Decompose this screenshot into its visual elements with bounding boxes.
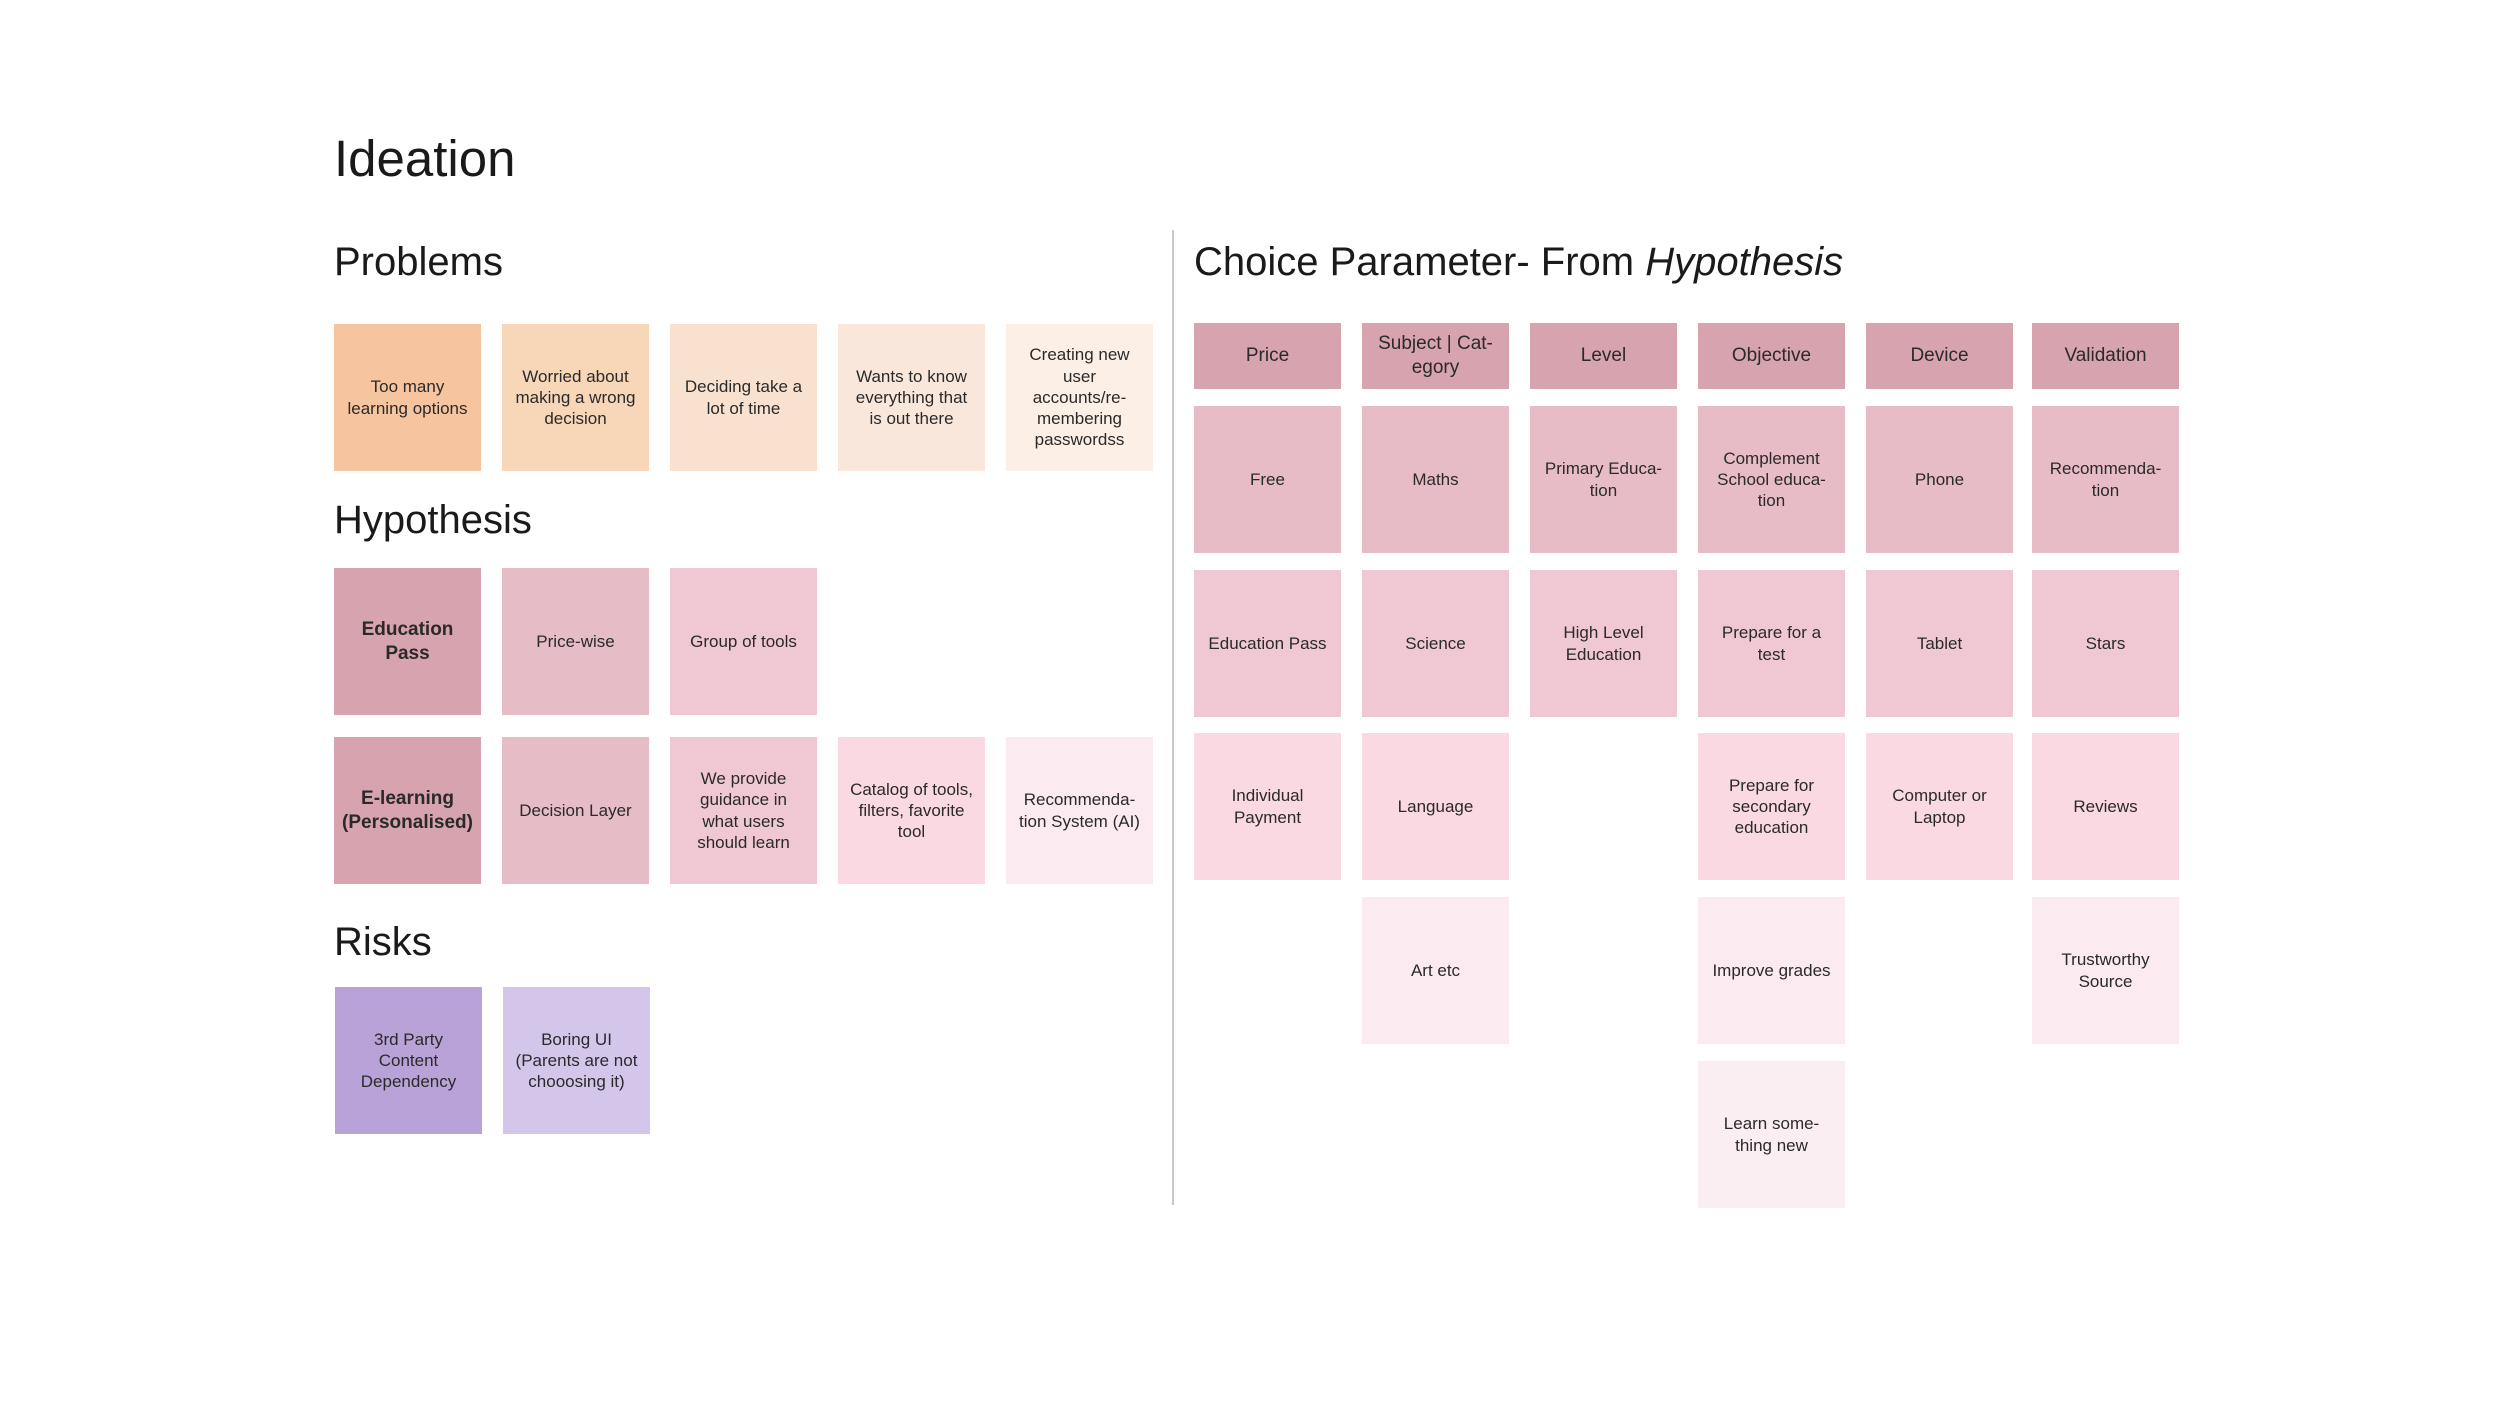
choice-option-note-text: Computer or Laptop [1892,786,1987,827]
choice-option-note[interactable]: Phone [1866,406,2013,553]
choice-option-note[interactable]: Maths [1362,406,1509,553]
problem-note[interactable]: Wants to know everything that is out the… [838,324,985,471]
choice-option-note-text: Free [1250,469,1285,489]
hypothesis-note[interactable]: Group of tools [670,568,817,715]
choice-column-header[interactable]: Price [1194,323,1341,389]
problem-note-text: Deciding take a lot of time [684,377,803,418]
problems-heading: Problems [334,240,503,284]
hypothesis-note-text: We provide guidance in what users should… [697,769,790,852]
choice-option-note[interactable]: Free [1194,406,1341,553]
choice-column-header-text: Device [1910,345,1969,367]
choice-option-note[interactable]: Reviews [2032,733,2179,880]
choice-option-note-text: Education Pass [1208,633,1327,653]
choice-option-note[interactable]: Learn some-thing new [1698,1061,1845,1208]
problem-note-text: Too many learning options [347,377,468,418]
choice-column-header[interactable]: Level [1530,323,1677,389]
risk-note-text: 3rd Party Content Dependency [360,1029,457,1092]
choice-option-note[interactable]: Art etc [1362,897,1509,1044]
choice-option-note[interactable]: Prepare for a test [1698,570,1845,717]
hypothesis-heading: Hypothesis [334,498,532,542]
choice-option-note-text: Recommenda-tion [2049,459,2162,500]
choice-heading-italic: Hypothesis [1645,240,1844,284]
problem-note[interactable]: Creating new user accounts/re-membering … [1006,324,1153,471]
choice-column-header-text: Validation [2064,345,2147,367]
choice-option-note[interactable]: Science [1362,570,1509,717]
problem-note[interactable]: Too many learning options [334,324,481,471]
choice-option-note[interactable]: Improve grades [1698,897,1845,1044]
choice-column-header[interactable]: Validation [2032,323,2179,389]
choice-option-note-text: High Level Education [1563,623,1644,664]
choice-option-note-text: Primary Educa-tion [1544,459,1663,500]
hypothesis-note[interactable]: Price-wise [502,568,649,715]
problem-note-text: Creating new user accounts/re-membering … [1029,345,1130,450]
choice-column-header-text: Subject | Cat-egory [1378,333,1493,378]
choice-option-note[interactable]: Complement School educa-tion [1698,406,1845,553]
risk-note-text: Boring UI (Parents are not chooosing it) [515,1029,638,1092]
choice-option-note-text: Trustworthy Source [2061,950,2150,991]
choice-column-header-text: Price [1245,345,1290,367]
hypothesis-note-text: Recommenda-tion System (AI) [1019,790,1140,831]
problem-note-text: Wants to know everything that is out the… [855,366,968,429]
problem-note-text: Worried about making a wrong decision [515,366,636,429]
choice-option-note-text: Prepare for secondary education [1728,775,1815,838]
choice-heading-prefix: Choice Parameter- From [1194,240,1646,284]
choice-option-note-text: Individual Payment [1231,786,1304,827]
section-divider [1172,230,1174,1205]
problem-note[interactable]: Worried about making a wrong decision [502,324,649,471]
choice-option-note[interactable]: Education Pass [1194,570,1341,717]
hypothesis-note[interactable]: Recommenda-tion System (AI) [1006,737,1153,884]
choice-option-note-text: Tablet [1916,633,1963,653]
choice-option-note[interactable]: High Level Education [1530,570,1677,717]
hypothesis-note-text: Education Pass [361,618,454,664]
risks-heading: Risks [334,920,432,964]
risk-note[interactable]: Boring UI (Parents are not chooosing it) [503,987,650,1134]
choice-option-note-text: Complement School educa-tion [1717,448,1826,511]
choice-option-note[interactable]: Stars [2032,570,2179,717]
hypothesis-note-text: Decision Layer [519,800,632,820]
choice-column-header[interactable]: Device [1866,323,2013,389]
hypothesis-note[interactable]: E-learning (Personalised) [334,737,481,884]
choice-column-header-text: Objective [1731,345,1812,367]
choice-option-note[interactable]: Primary Educa-tion [1530,406,1677,553]
choice-option-note[interactable]: Tablet [1866,570,2013,717]
choice-option-note[interactable]: Prepare for secondary education [1698,733,1845,880]
hypothesis-note-text: E-learning (Personalised) [342,787,473,833]
choice-column-header[interactable]: Objective [1698,323,1845,389]
hypothesis-note[interactable]: Education Pass [334,568,481,715]
choice-option-note-text: Stars [2085,633,2126,653]
choice-option-note[interactable]: Trustworthy Source [2032,897,2179,1044]
choice-option-note-text: Improve grades [1712,960,1831,980]
choice-option-note-text: Prepare for a test [1721,623,1822,664]
hypothesis-note[interactable]: Catalog of tools, filters, favorite tool [838,737,985,884]
hypothesis-note-text: Catalog of tools, filters, favorite tool [850,779,973,842]
choice-option-note[interactable]: Recommenda-tion [2032,406,2179,553]
risk-note[interactable]: 3rd Party Content Dependency [335,987,482,1134]
hypothesis-note-text: Price-wise [536,631,615,651]
choice-option-note-text: Science [1405,633,1466,653]
hypothesis-note-text: Group of tools [690,631,797,651]
page-title: Ideation [334,130,516,187]
hypothesis-note[interactable]: Decision Layer [502,737,649,884]
choice-parameter-heading: Choice Parameter- From Hypothesis [1194,242,1843,282]
choice-option-note-text: Maths [1412,469,1459,489]
choice-column-header[interactable]: Subject | Cat-egory [1362,323,1509,389]
choice-column-header-text: Level [1580,345,1627,367]
hypothesis-note[interactable]: We provide guidance in what users should… [670,737,817,884]
choice-option-note-text: Language [1397,796,1474,816]
choice-option-note-text: Learn some-thing new [1723,1114,1820,1155]
choice-option-note[interactable]: Language [1362,733,1509,880]
choice-option-note-text: Reviews [2073,796,2138,816]
choice-option-note-text: Art etc [1410,960,1461,980]
problem-note[interactable]: Deciding take a lot of time [670,324,817,471]
choice-option-note-text: Phone [1914,469,1965,489]
choice-option-note[interactable]: Individual Payment [1194,733,1341,880]
choice-option-note[interactable]: Computer or Laptop [1866,733,2013,880]
